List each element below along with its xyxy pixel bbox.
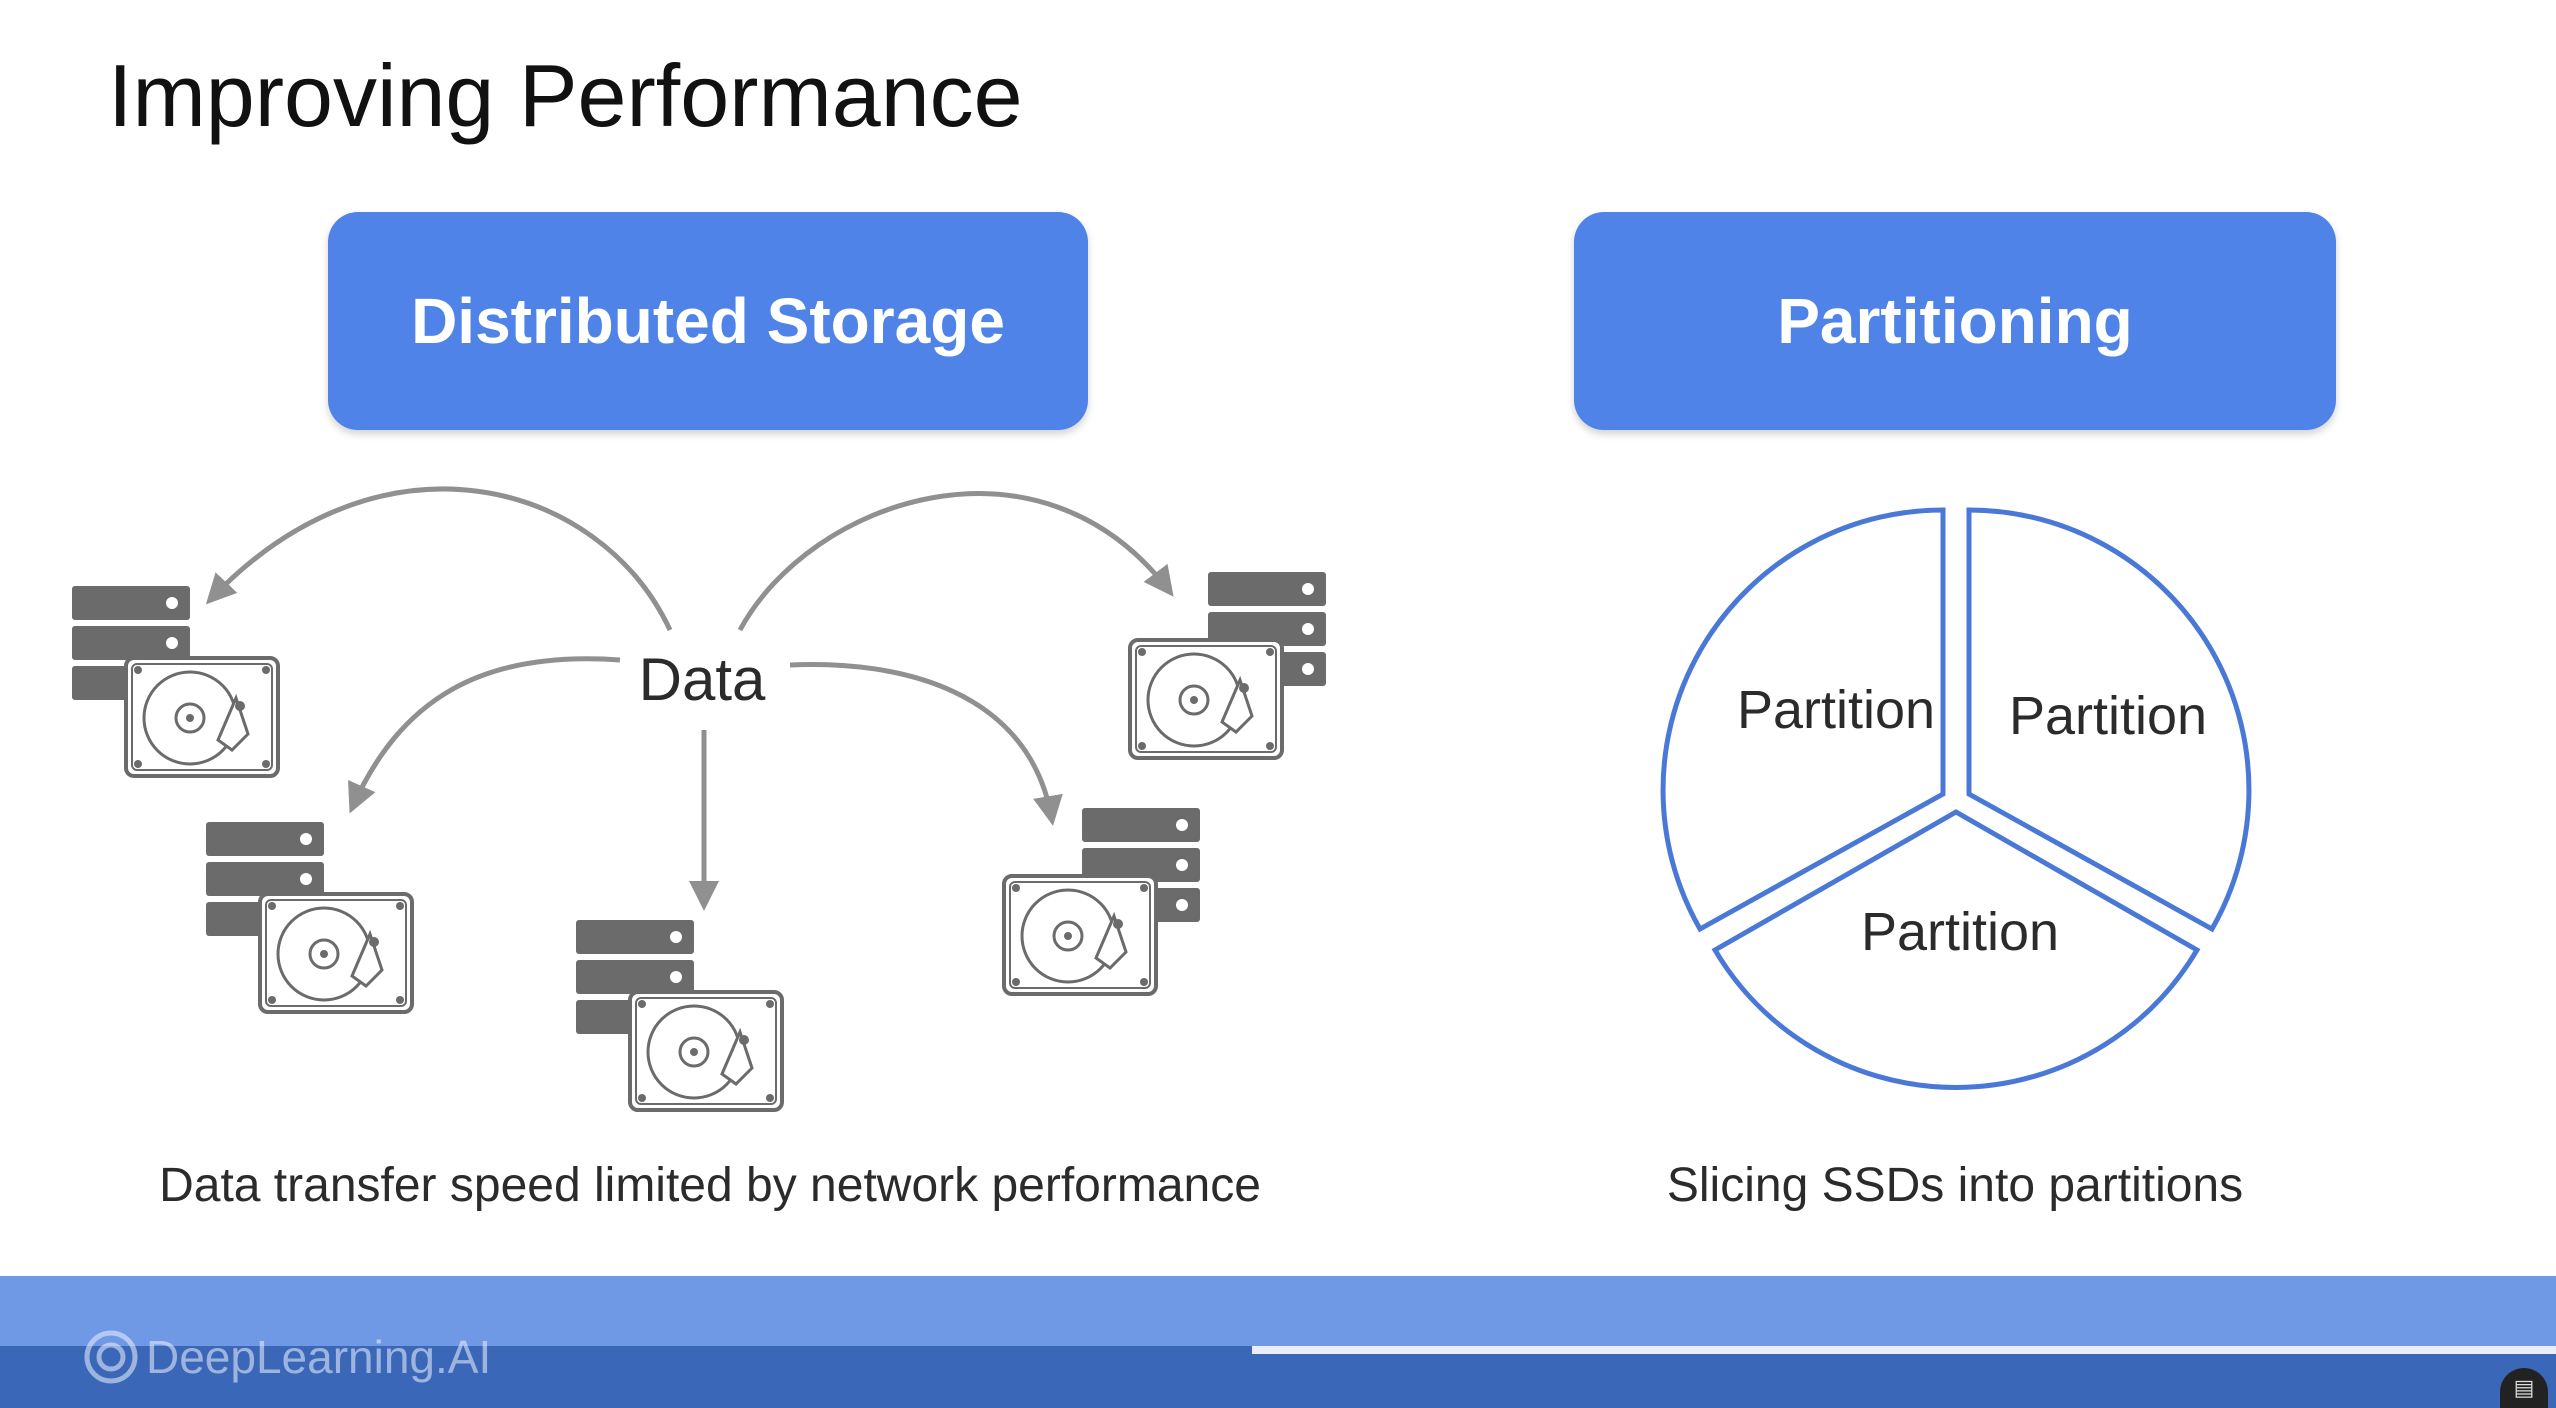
slide-title: Improving Performance	[108, 46, 1023, 145]
storage-diagram: Data Partition Partition Partition	[72, 486, 2252, 1112]
hard-drive-icon	[1002, 874, 1158, 996]
arrow-to-server-2	[348, 656, 621, 814]
storage-node-1	[72, 586, 280, 778]
partitioning-heading: Partitioning	[1574, 212, 2336, 430]
arrow-to-server-4	[789, 662, 1063, 826]
distributed-storage-caption: Data transfer speed limited by network p…	[159, 1159, 1261, 1212]
partition-slice-3	[1711, 809, 2201, 1090]
partition-pie	[1660, 507, 2252, 1090]
arrow-to-server-1	[205, 486, 673, 632]
partition-label-1: Partition	[1737, 680, 1935, 740]
partition-label-3: Partition	[1861, 902, 2059, 962]
deeplearning-logo-icon	[84, 1330, 138, 1384]
storage-node-4	[1002, 808, 1200, 996]
hard-drive-icon	[628, 990, 784, 1112]
caption-icon[interactable]: ▤	[2500, 1368, 2548, 1408]
arrow-to-server-5	[737, 491, 1174, 632]
distributed-storage-heading: Distributed Storage	[328, 212, 1088, 430]
storage-node-5	[1128, 572, 1326, 760]
partition-slice-1	[1660, 507, 1946, 933]
hard-drive-icon	[1128, 638, 1284, 760]
hard-drive-icon	[124, 656, 280, 778]
partitioning-caption: Slicing SSDs into partitions	[1666, 1159, 2244, 1212]
video-control-bar	[0, 1354, 2556, 1408]
video-progress-bar[interactable]	[0, 1346, 2556, 1354]
storage-node-2	[206, 822, 414, 1014]
hard-drive-icon	[258, 892, 414, 1014]
footer-band	[0, 1276, 2556, 1358]
partition-label-2: Partition	[2009, 686, 2207, 746]
partition-slice-2	[1966, 507, 2252, 933]
video-progress-fill	[0, 1346, 1253, 1354]
data-label: Data	[639, 646, 766, 713]
deeplearning-logo: DeepLearning.AI	[84, 1330, 491, 1384]
storage-node-3	[576, 920, 784, 1112]
logo-text: DeepLearning.AI	[146, 1331, 492, 1383]
